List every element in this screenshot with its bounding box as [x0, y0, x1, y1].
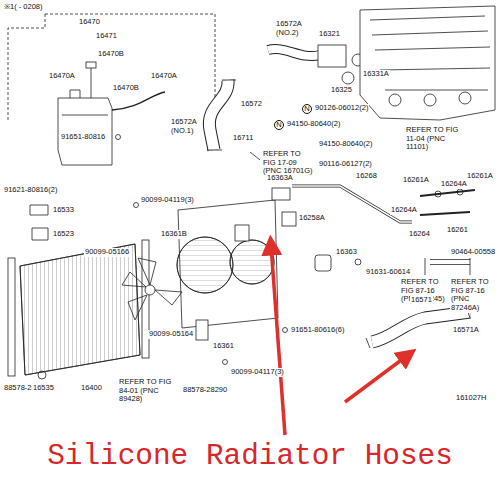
part-number: 16268 — [355, 172, 378, 181]
part-number: 90099-05164 — [148, 330, 194, 339]
part-number: 16470A — [48, 72, 76, 81]
part-number: 91651-80616(6) — [290, 326, 345, 335]
reference-note: REFER TO FIG 11-04 (PNC 11101) — [405, 126, 463, 152]
part-number: 94150-80640(2) — [286, 120, 341, 129]
part-number: 94150-80640(2) — [318, 140, 373, 149]
part-number: 16523 — [52, 230, 75, 239]
part-number: 16535 — [32, 384, 55, 393]
part-number: 16261A — [466, 172, 494, 181]
reference-note: 16572A (NO.2) — [275, 20, 307, 37]
caption: Silicone Radiator Hoses — [0, 440, 500, 473]
part-number: 16711 — [232, 134, 254, 143]
part-number: 16470B — [97, 50, 125, 59]
part-number: 16571A — [452, 326, 480, 335]
reference-note: REFER TO FIG 84-01 (PNC 89428) — [118, 378, 178, 404]
part-number: 16261 — [446, 226, 469, 235]
part-number: 16264A — [440, 180, 468, 189]
part-number: 16572 — [240, 100, 263, 109]
part-number: 91631-60614 — [365, 268, 411, 277]
part-number: 16533 — [52, 206, 75, 215]
part-number: 90126-06012(2) — [314, 104, 369, 113]
part-number: ※1( - 0208) — [3, 3, 44, 12]
part-number: 16264A — [390, 206, 418, 215]
reference-note: REFER TO FIG 17-09 (PNC 16701G) — [262, 150, 316, 176]
part-number: 16331A — [362, 70, 390, 79]
part-number: 161027H — [455, 394, 487, 403]
part-number: 16400 — [80, 384, 103, 393]
part-number: 90099-04119(3) — [140, 196, 195, 205]
part-number: 90099-05166 — [84, 248, 130, 257]
part-number: 16470A — [150, 72, 178, 81]
part-number: 88578-28290 — [182, 386, 228, 395]
reference-note: 16572A (NO.1) — [170, 118, 202, 135]
part-number: 90116-06127(2) — [318, 160, 373, 169]
part-number: 16470 — [78, 18, 101, 27]
part-number: 90099-04117(3) — [230, 368, 285, 377]
part-number: 16258A — [298, 214, 326, 223]
part-number: 16363 — [335, 248, 358, 257]
part-number: 91621-80816(2) — [3, 186, 58, 195]
part-number: 16264 — [408, 230, 431, 239]
part-number: 90464-00558 — [450, 248, 496, 257]
part-number: 91651-80816 — [60, 133, 106, 142]
part-number: 16361B — [160, 230, 188, 239]
part-number: 16321 — [318, 30, 341, 39]
reference-note: REFER TO FIG 87-16 (PNC 87246A) — [450, 278, 496, 313]
circled-mark: N — [274, 120, 284, 130]
part-number: 16261A — [402, 176, 430, 185]
part-number: 16363A — [266, 174, 294, 183]
part-number: 16325 — [330, 86, 353, 95]
circled-mark: N — [302, 104, 312, 114]
part-number: 16471 — [95, 32, 118, 41]
part-number: 16361 — [212, 342, 235, 351]
part-number: 16470B — [112, 84, 140, 93]
part-number: 16571 — [410, 296, 433, 305]
